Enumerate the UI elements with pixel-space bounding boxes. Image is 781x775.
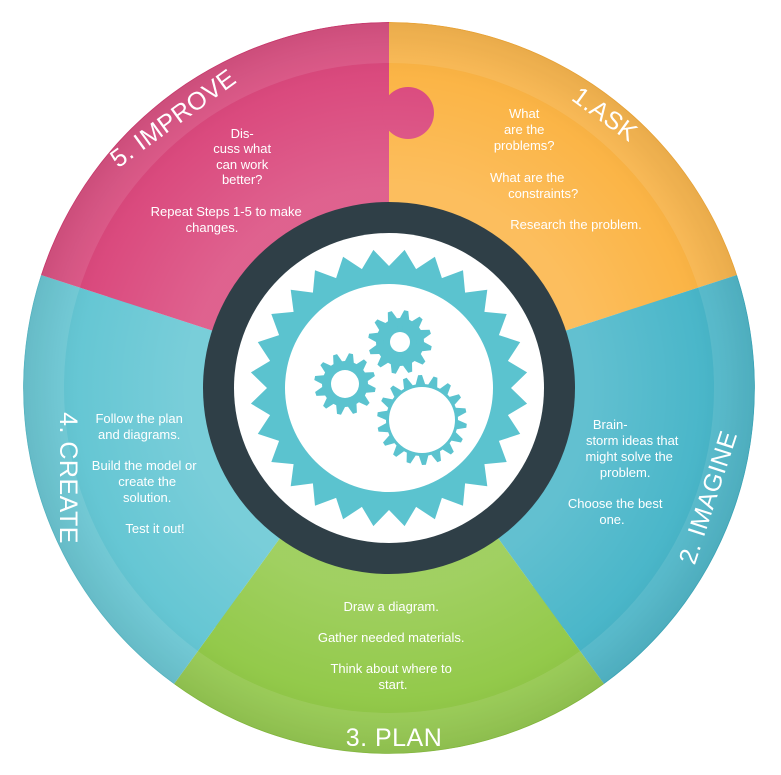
stage-text-improve: Dis- cuss what can work better? Repeat S… [151,126,306,235]
text-line: Follow the plan [95,411,182,426]
text-line: Choose the best [568,496,663,511]
text-line: storm ideas that [586,433,679,448]
stage-text-ask: What are the problems? What are the cons… [490,106,642,232]
text-line: better? [222,172,262,187]
text-line: start. [379,677,408,692]
text-line: changes. [186,220,239,235]
text-line: Gather needed materials. [318,630,465,645]
stage-text-create: Follow the plan and diagrams. Build the … [92,411,200,536]
outer-band [24,23,754,753]
text-line: solution. [123,490,171,505]
text-line: Draw a diagram. [344,599,439,614]
gear-top-dot [383,339,389,345]
text-line: Brain- [593,417,628,432]
stage-text-imagine: Brain- storm ideas that might solve the … [568,417,682,527]
text-line: cuss what [213,141,271,156]
text-line: and diagrams. [98,427,180,442]
gear-top-hole [390,332,410,352]
gear-right-hole [389,387,455,453]
text-line: Research the problem. [510,217,642,232]
text-line: are the [504,122,544,137]
text-line: Think about where to [330,661,451,676]
gears-icon [250,249,528,527]
gear-top-dot [397,325,403,331]
text-line: Repeat Steps 1-5 to make [151,204,302,219]
text-line: What [509,106,540,121]
text-line: constraints? [508,186,578,201]
text-line: can work [216,157,269,172]
title-plan: 3. PLAN [346,724,443,752]
text-line: problem. [600,465,651,480]
gear-left-hole [331,370,359,398]
stage-text-plan: Draw a diagram. Gather needed materials.… [318,599,468,692]
text-line: create the [118,474,176,489]
text-line: Build the model or [92,458,197,473]
gear-top-dot [397,353,403,359]
text-line: problems? [494,138,555,153]
text-line: Test it out! [125,521,184,536]
text-line: might solve the [585,449,672,464]
gear-top-dot [411,339,417,345]
text-line: Dis- [231,126,254,141]
text-line: one. [599,512,624,527]
text-line: What are the [490,170,564,185]
title-create: 4. CREATE [54,412,82,544]
stage-descriptions: What are the problems? What are the cons… [92,106,682,692]
